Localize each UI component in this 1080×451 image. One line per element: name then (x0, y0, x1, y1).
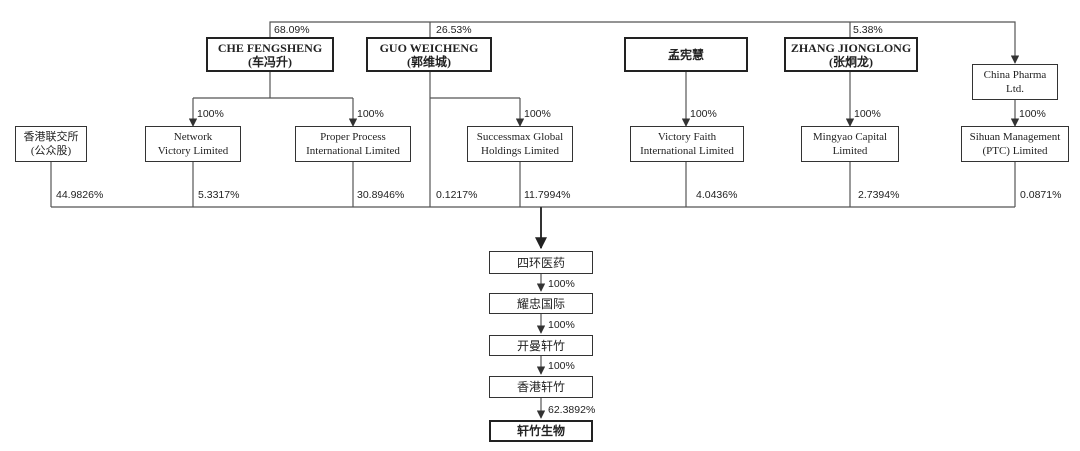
pct-sub-proper: 100% (357, 108, 384, 120)
yaozhong-intl-box: 耀忠国际 (489, 293, 593, 314)
proper-line2: International Limited (306, 145, 400, 157)
pct-sub-mingyao: 100% (854, 108, 881, 120)
pct-top-che: 68.09% (274, 24, 310, 36)
yaozhong-label: 耀忠国际 (516, 296, 565, 311)
che-name: CHE FENGSHENG (217, 40, 323, 55)
pct-hold-hkex: 44.9826% (56, 189, 104, 201)
hkex-line1: 香港联交所 (23, 131, 79, 143)
pct-sub-victory: 100% (690, 108, 717, 120)
pct-chain-3: 100% (548, 360, 575, 372)
pct-chain-1: 100% (548, 278, 575, 290)
xuanzhu-bio-label: 轩竹生物 (516, 424, 565, 438)
mingyao-line1: Mingyao Capital (812, 131, 888, 143)
sihuan-mgmt-line1: Sihuan Management (969, 131, 1061, 143)
victory-faith-line1: Victory Faith (657, 131, 717, 143)
kaiman-xuanzhu-box: 开曼轩竹 (489, 335, 593, 356)
pct-hold-network: 5.3317% (198, 189, 240, 201)
pct-sub-china-pharma: 100% (1019, 108, 1046, 120)
che-fengsheng-box: CHE FENGSHENG(车冯升) (206, 37, 334, 72)
top-bus-line (269, 21, 1020, 64)
hk-xuanzhu-label: 香港轩竹 (516, 380, 565, 394)
meng-xianhui-box: 孟宪慧 (624, 37, 748, 72)
zhang-name-cn: (张炯龙) (828, 54, 873, 69)
sihuan-management-box: Sihuan Management (PTC) Limited (961, 126, 1069, 162)
victory-faith-line2: International Limited (640, 145, 734, 157)
pct-hold-mingyao: 2.7394% (858, 189, 900, 201)
xuanzhu-bio-box: 轩竹生物 (489, 420, 593, 442)
pct-top-guo: 26.53% (436, 24, 472, 36)
pct-chain-2: 100% (548, 319, 575, 331)
successmax-line1: Successmax Global (476, 131, 564, 143)
zhang-name: ZHANG JIONGLONG (790, 40, 912, 55)
pct-hold-proper: 30.8946% (357, 189, 405, 201)
successmax-line2: Holdings Limited (481, 145, 559, 157)
hk-xuanzhu-box: 香港轩竹 (489, 376, 593, 398)
sihuan-pharma-box: 四环医药 (489, 251, 593, 274)
pct-hold-guo: 0.1217% (436, 189, 478, 201)
zhang-jionglong-box: ZHANG JIONGLONG(张炯龙) (784, 37, 918, 72)
pct-chain-4: 62.3892% (548, 404, 596, 416)
meng-name: 孟宪慧 (667, 47, 704, 62)
guo-name: GUO WEICHENG (379, 40, 479, 55)
china-pharma-line2: Ltd. (1005, 83, 1024, 95)
network-line1: Network (173, 131, 213, 143)
pct-sub-network: 100% (197, 108, 224, 120)
hkex-public-box: 香港联交所 (公众股) (15, 126, 87, 162)
guo-weicheng-box: GUO WEICHENG(郭维城) (366, 37, 492, 72)
pct-hold-victory: 4.0436% (696, 189, 738, 201)
sihuan-mgmt-line2: (PTC) Limited (982, 145, 1048, 157)
network-line2: Victory Limited (157, 145, 229, 157)
proper-line1: Proper Process (320, 131, 386, 143)
sihuan-label: 四环医药 (516, 255, 565, 270)
che-sub-bus (193, 72, 353, 99)
guo-sub-bus (429, 72, 520, 207)
pct-top-zhang: 5.38% (853, 24, 883, 36)
pct-hold-sihuan-mgmt: 0.0871% (1020, 189, 1062, 201)
che-name-cn: (车冯升) (247, 54, 292, 69)
hkex-line2: (公众股) (30, 145, 72, 157)
china-pharma-line1: China Pharma (983, 69, 1047, 81)
mingyao-line2: Limited (832, 145, 868, 157)
pct-hold-successmax: 11.7994% (524, 189, 571, 201)
kaiman-label: 开曼轩竹 (516, 338, 565, 353)
pct-sub-successmax: 100% (524, 108, 551, 120)
guo-name-cn: (郭维城) (406, 54, 451, 69)
